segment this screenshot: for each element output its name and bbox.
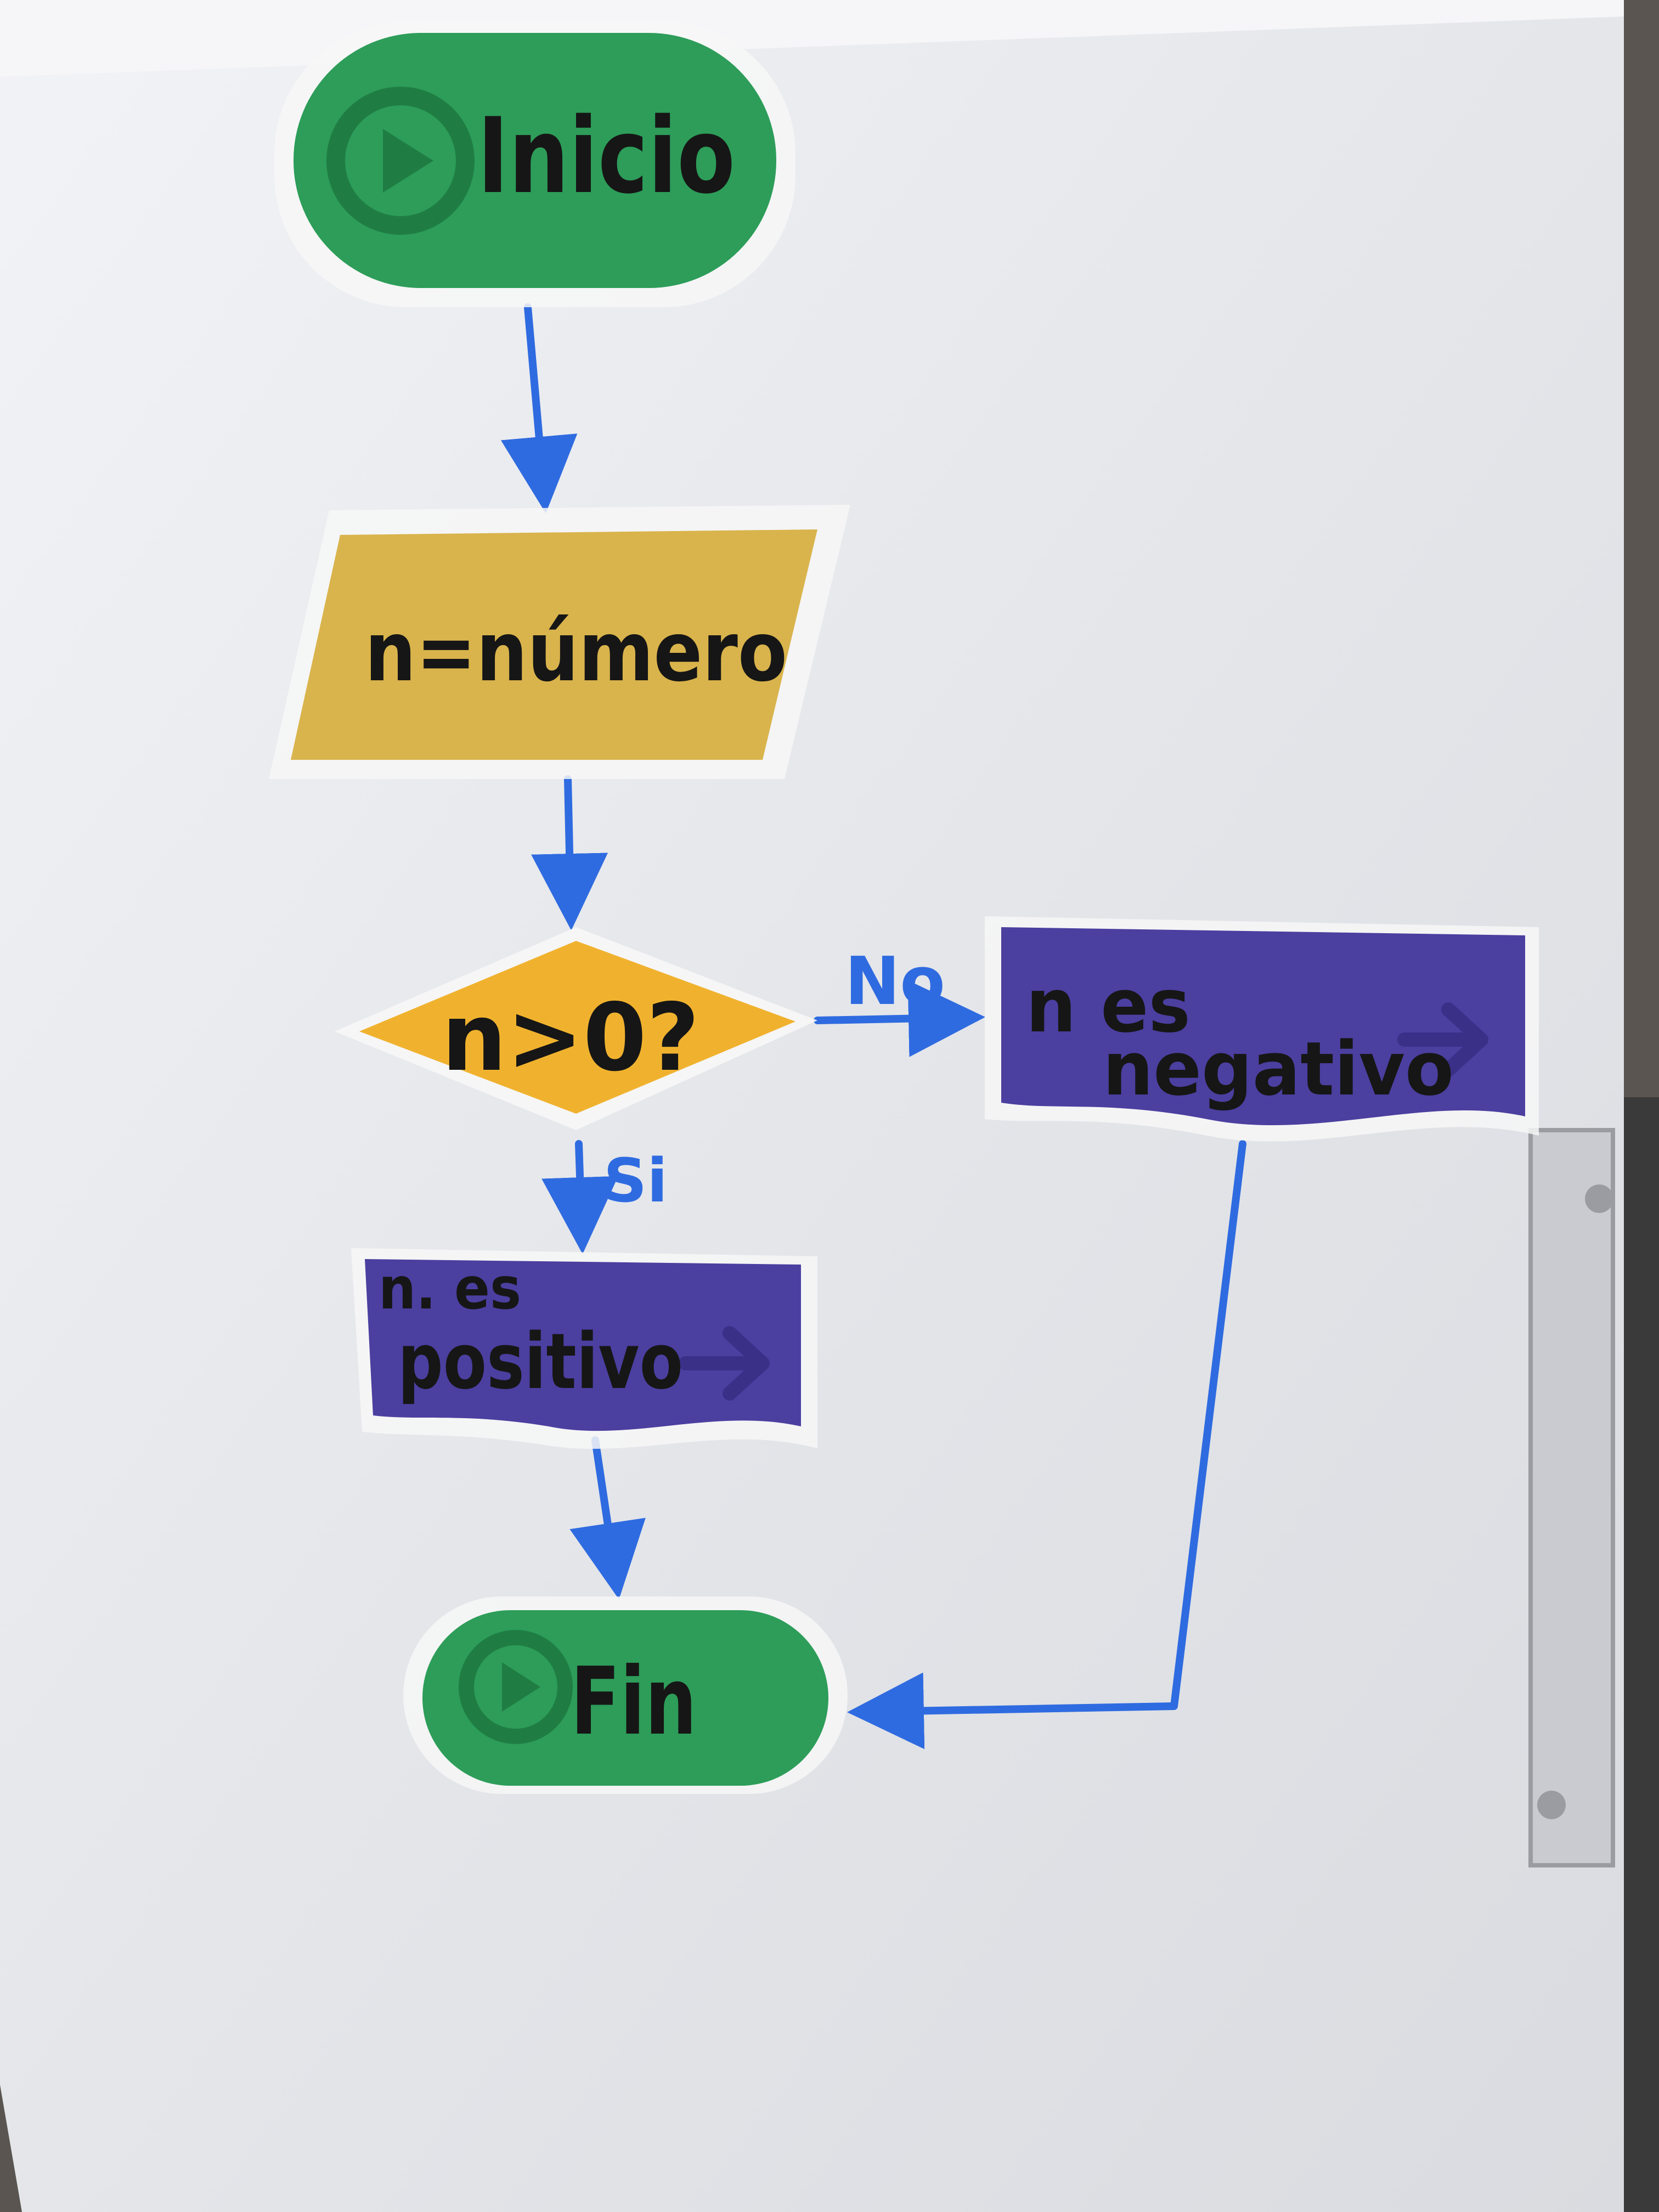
edge-positive-end: [569, 1436, 646, 1600]
edge-label-no: No: [845, 944, 945, 1020]
play-icon: [326, 87, 475, 235]
arrow-right-icon: [1397, 1002, 1488, 1077]
arrow-right-icon: [679, 1326, 770, 1401]
edge-start-input: [500, 303, 578, 514]
node-out-positive-line2: positivo: [398, 1317, 683, 1407]
edge-label-yes: Si: [603, 1146, 668, 1216]
node-out-positive: n. es positivo: [351, 1248, 817, 1449]
connectors: No Si: [500, 303, 1246, 1750]
node-out-negative: n es negativo: [985, 916, 1539, 1142]
node-decision: n>0?: [335, 927, 817, 1130]
node-decision-label: n>0?: [442, 984, 699, 1092]
edge-decision-yes: [541, 1140, 619, 1254]
node-input-label: n=número: [365, 605, 787, 700]
output-shape: [365, 1259, 801, 1431]
edge-decision-no: [814, 980, 985, 1057]
node-out-negative-line2: negativo: [1103, 1026, 1454, 1112]
play-icon: [459, 1630, 573, 1744]
node-out-negative-line1: n es: [1026, 963, 1190, 1049]
node-end-label: Fin: [571, 1647, 697, 1756]
node-end: Fin: [403, 1596, 848, 1794]
node-start-label: Inicio: [477, 95, 735, 217]
edge-negative-end: [847, 1140, 1246, 1750]
screw-icon: [1537, 1791, 1566, 1819]
decision-shape: [359, 941, 795, 1114]
output-shape: [1001, 927, 1525, 1125]
node-start: Inicio: [274, 22, 795, 307]
screw-icon: [1585, 1184, 1613, 1213]
node-out-positive-line1: n. es: [379, 1255, 521, 1322]
input-shape: [291, 529, 817, 760]
node-input: n=número: [269, 505, 850, 779]
board-bracket: [1528, 1128, 1615, 1867]
edge-input-decision: [531, 775, 608, 930]
